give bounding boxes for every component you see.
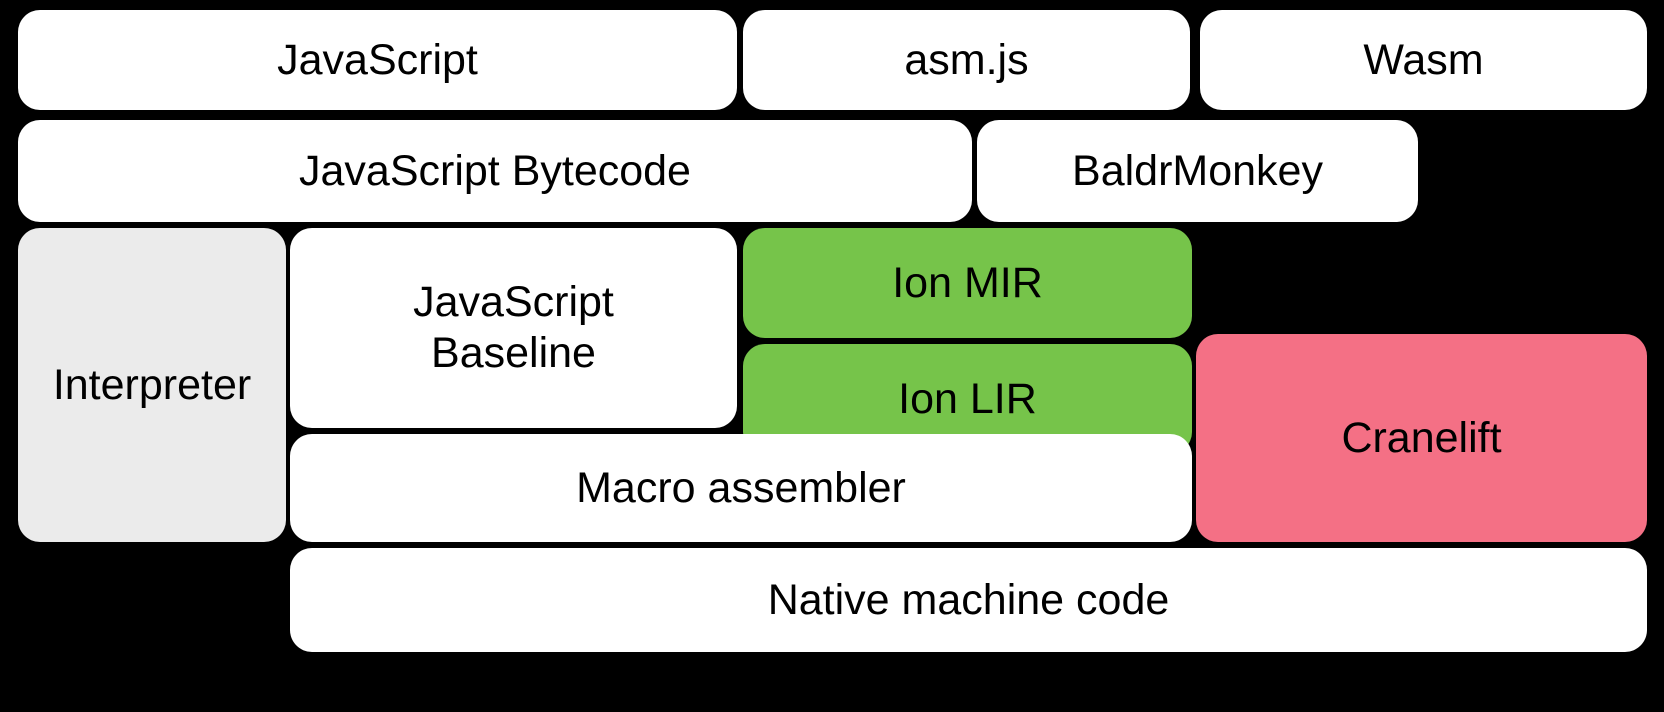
node-javascript-bytecode: JavaScript Bytecode bbox=[18, 120, 972, 222]
node-native-machine-code: Native machine code bbox=[290, 548, 1647, 652]
node-wasm: Wasm bbox=[1200, 10, 1647, 110]
node-interpreter: Interpreter bbox=[18, 228, 286, 542]
node-ion-mir: Ion MIR bbox=[743, 228, 1192, 338]
node-macro-assembler: Macro assembler bbox=[290, 434, 1192, 542]
node-cranelift: Cranelift bbox=[1196, 334, 1647, 542]
node-javascript-baseline: JavaScript Baseline bbox=[290, 228, 737, 428]
node-baldrmonkey: BaldrMonkey bbox=[977, 120, 1418, 222]
node-javascript: JavaScript bbox=[18, 10, 737, 110]
node-asmjs: asm.js bbox=[743, 10, 1190, 110]
